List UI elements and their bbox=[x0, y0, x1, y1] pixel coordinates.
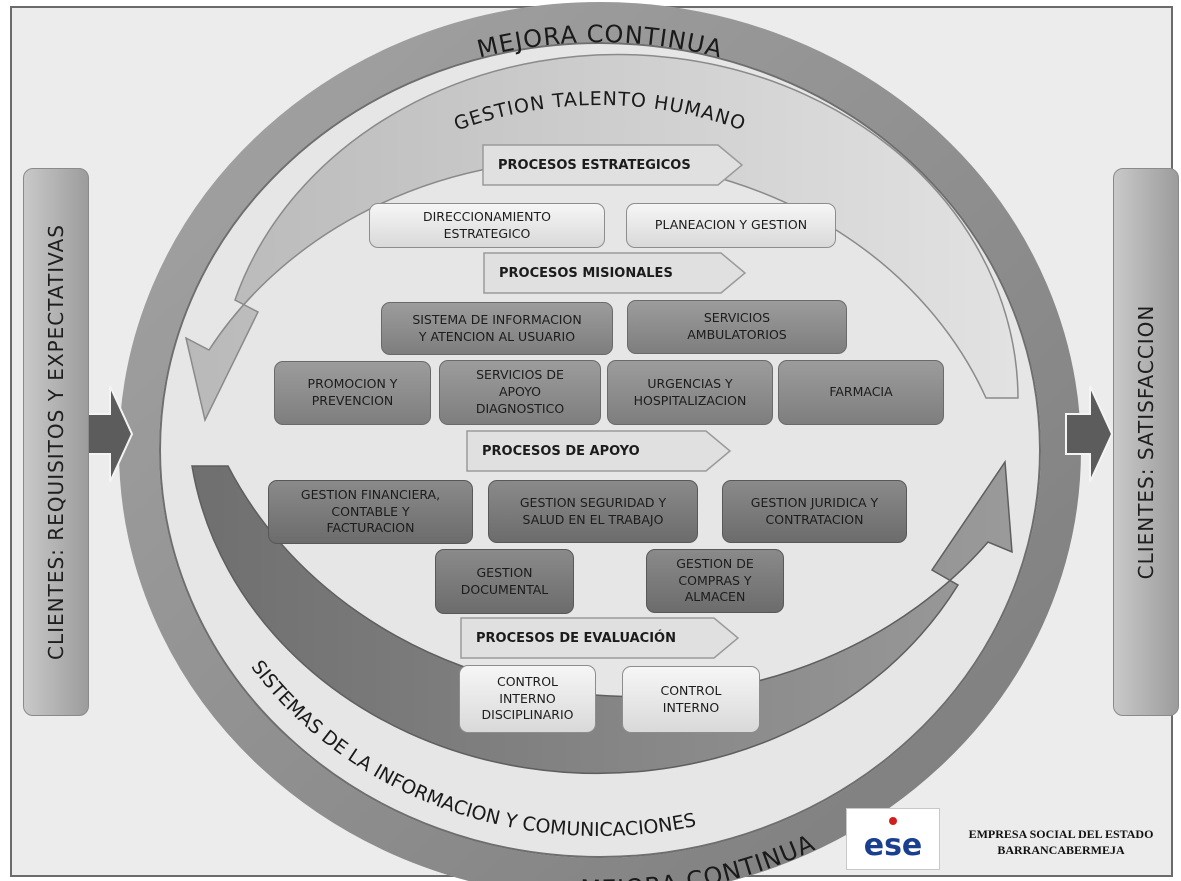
box-gestion-documental: GESTION DOCUMENTAL bbox=[435, 549, 574, 614]
output-arrow-icon bbox=[1065, 385, 1114, 483]
box-gestion-juridica: GESTION JURIDICA Y CONTRATACION bbox=[722, 480, 907, 543]
clients-satisfaction-label: CLIENTES: SATISFACCION bbox=[1134, 304, 1158, 580]
header-label: PROCESOS ESTRATEGICOS bbox=[498, 157, 691, 173]
header-arrow-shape bbox=[483, 252, 747, 294]
svg-text:ese: ese bbox=[864, 828, 923, 863]
outer-ring bbox=[119, 2, 1081, 881]
header-arrow-shape bbox=[460, 617, 740, 659]
box-gestion-financiera: GESTION FINANCIERA, CONTABLE Y FACTURACI… bbox=[268, 480, 473, 544]
clients-requirements-label: CLIENTES: REQUISITOS Y EXPECTATIVAS bbox=[44, 224, 68, 660]
box-urgencias-hospitalizacion: URGENCIAS Y HOSPITALIZACION bbox=[607, 360, 773, 425]
header-procesos-estrategicos: PROCESOS ESTRATEGICOS bbox=[482, 143, 744, 187]
header-label: PROCESOS MISIONALES bbox=[499, 265, 673, 281]
header-arrow-shape bbox=[482, 144, 744, 186]
header-procesos-evaluacion: PROCESOS DE EVALUACIÓN bbox=[460, 616, 740, 660]
bottom-cycle-arrow bbox=[191, 459, 1013, 775]
box-control-interno: CONTROL INTERNO bbox=[622, 666, 760, 733]
header-label: PROCESOS DE APOYO bbox=[482, 443, 640, 459]
organization-type: EMPRESA SOCIAL DEL ESTADO bbox=[968, 827, 1154, 841]
header-procesos-misionales: PROCESOS MISIONALES bbox=[483, 251, 747, 295]
clients-satisfaction-bar: CLIENTES: SATISFACCION bbox=[1113, 168, 1179, 716]
top-cycle-arrow bbox=[184, 53, 1019, 423]
box-gestion-seguridad-salud: GESTION SEGURIDAD Y SALUD EN EL TRABAJO bbox=[488, 480, 698, 543]
box-gestion-compras-almacen: GESTION DE COMPRAS Y ALMACEN bbox=[646, 549, 784, 613]
organization-name: EMPRESA SOCIAL DEL ESTADO BARRANCABERMEJ… bbox=[948, 826, 1174, 858]
header-arrow-shape bbox=[466, 430, 732, 472]
box-planeacion-gestion: PLANEACION Y GESTION bbox=[626, 203, 836, 248]
box-direccionamiento-estrategico: DIRECCIONAMIENTO ESTRATEGICO bbox=[369, 203, 605, 248]
box-servicios-ambulatorios: SERVICIOS AMBULATORIOS bbox=[627, 300, 847, 354]
box-promocion-prevencion: PROMOCION Y PREVENCION bbox=[274, 361, 431, 425]
box-farmacia: FARMACIA bbox=[778, 360, 944, 425]
ese-logo-mark: ese bbox=[864, 817, 923, 863]
header-label: PROCESOS DE EVALUACIÓN bbox=[476, 630, 676, 646]
organization-city: BARRANCABERMEJA bbox=[997, 843, 1125, 857]
ese-logo: ese bbox=[846, 808, 940, 870]
box-servicios-apoyo-diagnostico: SERVICIOS DE APOYO DIAGNOSTICO bbox=[439, 360, 601, 425]
clients-requirements-bar: CLIENTES: REQUISITOS Y EXPECTATIVAS bbox=[23, 168, 89, 716]
box-control-interno-disciplinario: CONTROL INTERNO DISCIPLINARIO bbox=[459, 665, 596, 733]
box-sistema-informacion: SISTEMA DE INFORMACION Y ATENCION AL USU… bbox=[381, 302, 613, 355]
header-procesos-apoyo: PROCESOS DE APOYO bbox=[466, 429, 732, 473]
